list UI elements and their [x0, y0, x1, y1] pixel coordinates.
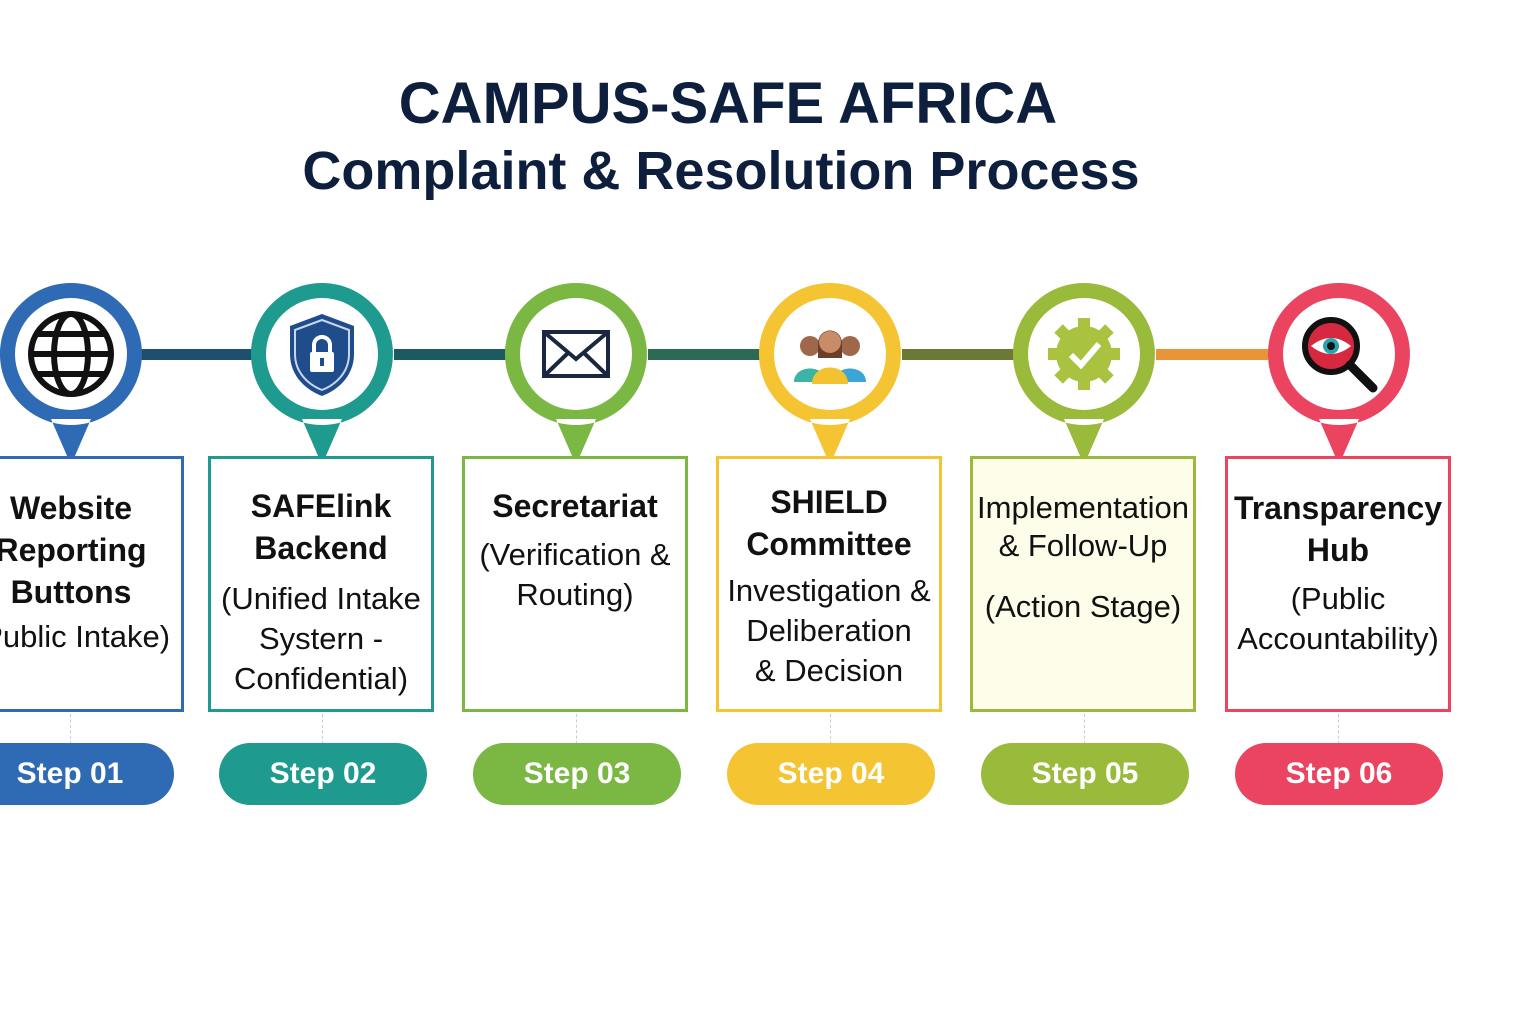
step-pill-5: Step 05 — [981, 743, 1189, 805]
step-pill-6: Step 06 — [1235, 743, 1443, 805]
card-step-5: Implementation& Follow-Up (Action Stage) — [970, 456, 1196, 712]
pin-step-3 — [501, 279, 651, 469]
connector-1-2 — [140, 349, 252, 360]
pin-step-2 — [247, 279, 397, 469]
connector-4-5 — [902, 349, 1014, 360]
card-detail: (Public Intake) — [0, 619, 171, 654]
pin-step-4 — [755, 279, 905, 469]
committee-people-icon — [794, 330, 866, 384]
step-pill-1: Step 01 — [0, 743, 174, 805]
dash-guide — [322, 714, 323, 744]
dash-guide — [576, 714, 577, 744]
globe-icon — [28, 311, 114, 397]
step-pill-4: Step 04 — [727, 743, 935, 805]
magnifier-eye-icon — [1302, 317, 1378, 393]
gear-check-icon — [1048, 318, 1120, 390]
connector-2-3 — [394, 349, 506, 360]
card-step-3: Secretariat (Verification &Routing) — [462, 456, 688, 712]
card-heading: Implementation& Follow-Up — [977, 490, 1189, 563]
dash-guide — [1338, 714, 1339, 744]
connector-5-6 — [1156, 349, 1268, 360]
card-detail: (Verification &Routing) — [479, 537, 671, 612]
pin-step-1 — [0, 279, 146, 469]
dash-guide — [1084, 714, 1085, 744]
shield-lock-icon — [290, 314, 354, 396]
title-line-2: Complaint & Resolution Process — [302, 141, 1140, 201]
connector-3-4 — [648, 349, 760, 360]
card-detail: Investigation &Deliberation& Decision — [727, 573, 931, 688]
card-heading: Secretariat — [492, 488, 658, 524]
card-detail: (Action Stage) — [984, 589, 1182, 624]
step-pill-3: Step 03 — [473, 743, 681, 805]
step-pill-2: Step 02 — [219, 743, 427, 805]
dash-guide — [70, 714, 71, 744]
dash-guide — [830, 714, 831, 744]
pin-step-6 — [1264, 279, 1414, 469]
title-line-1: CAMPUS-SAFE AFRICA — [398, 71, 1058, 136]
envelope-icon — [542, 330, 610, 378]
pin-step-5 — [1009, 279, 1159, 469]
